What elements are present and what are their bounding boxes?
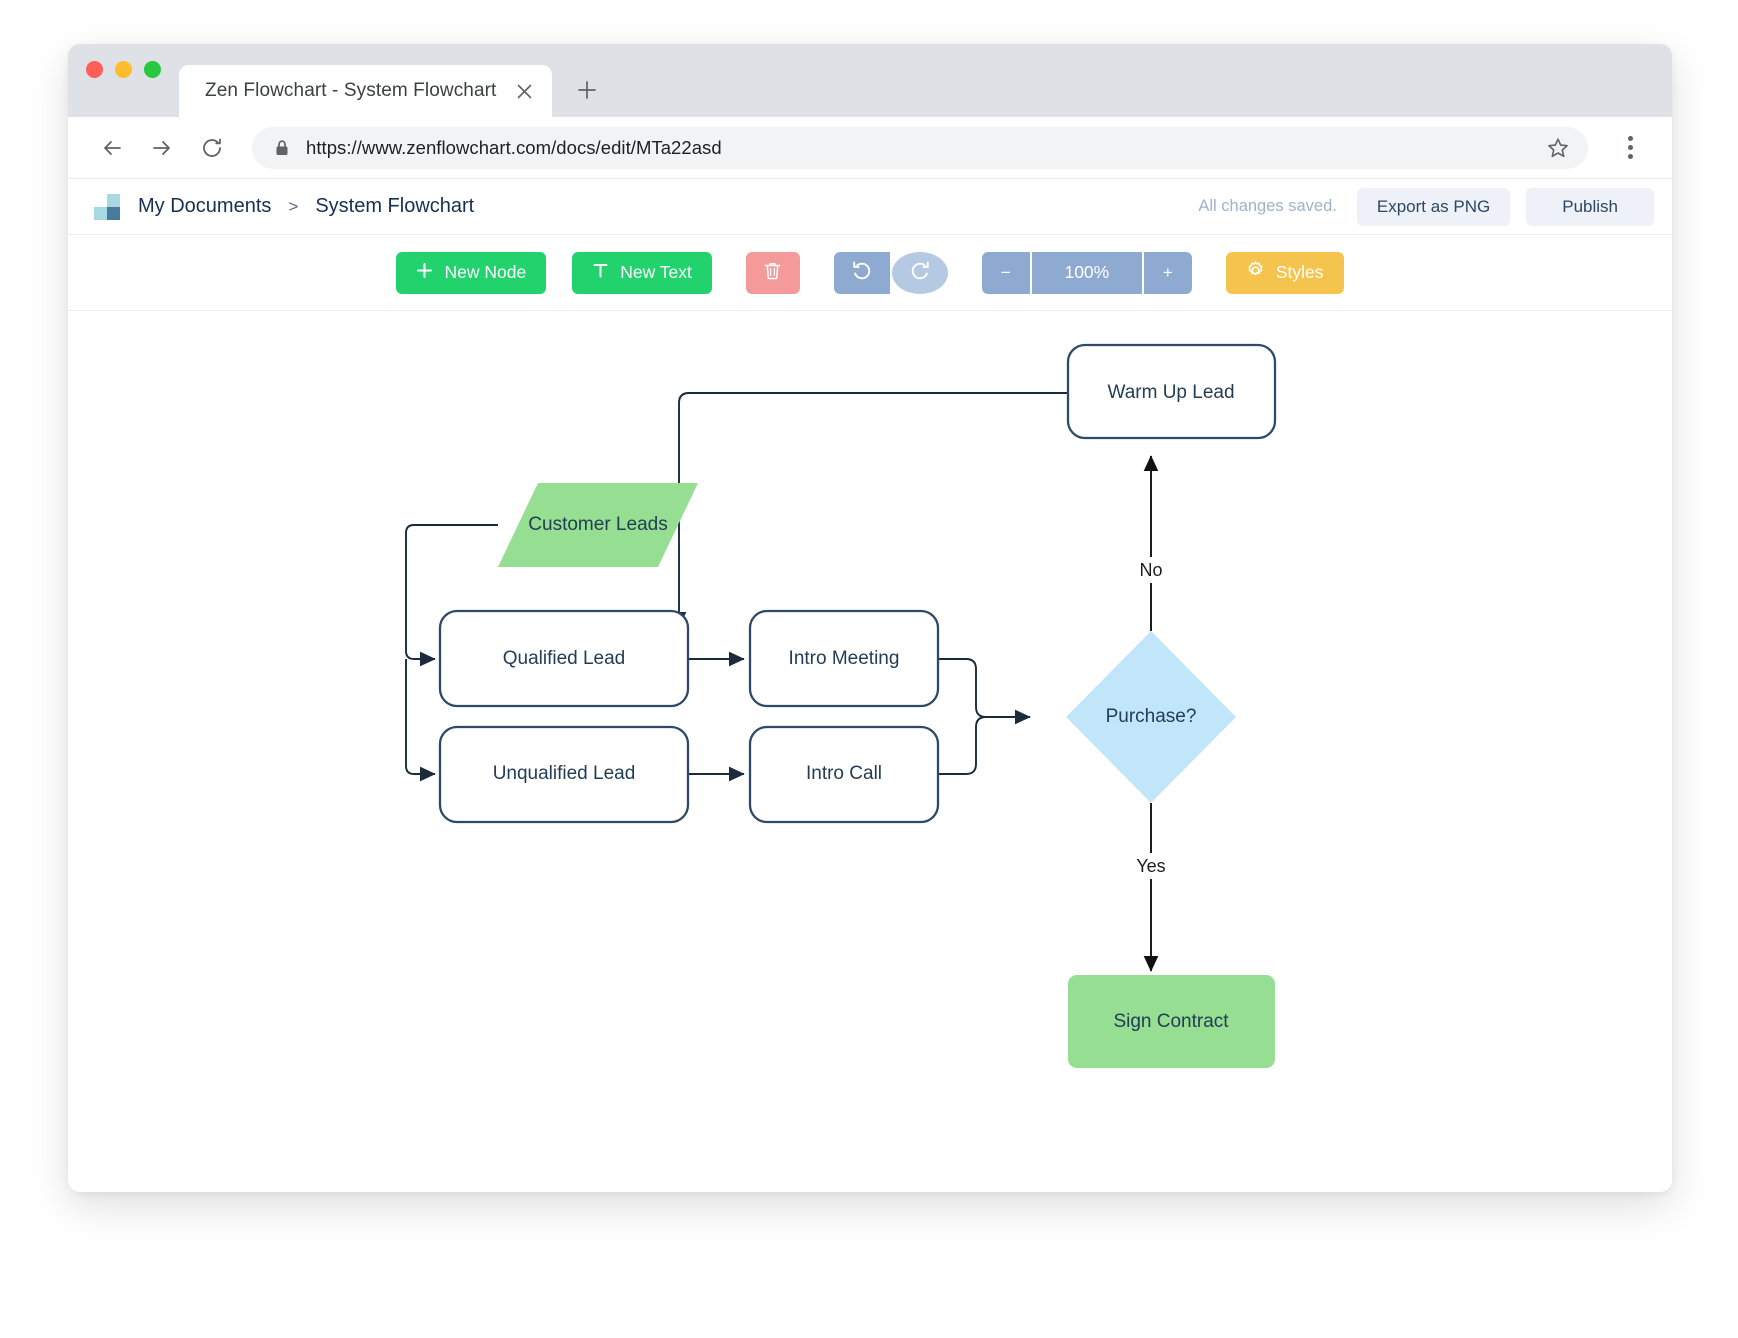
save-status: All changes saved. [1198,197,1337,215]
edge-intromeeting-purchase [938,658,1031,725]
new-tab-button[interactable] [566,69,608,111]
window-controls [86,44,179,117]
trash-icon [763,261,782,284]
reload-icon[interactable] [190,126,234,170]
delete-button[interactable] [745,251,800,294]
edge-label-yes: Yes [1136,856,1165,876]
node-intro-meeting[interactable]: Intro Meeting [748,609,940,708]
url-text: https://www.zenflowchart.com/docs/edit/M… [306,136,722,158]
export-as-png-button[interactable]: Export as PNG [1356,187,1511,226]
edge-customerleads-unqualifiedlead [405,659,436,782]
plus-icon [416,262,433,284]
new-text-button[interactable]: New Text [572,251,712,294]
warm-up-lead-label: Warm Up Lead [1107,382,1234,403]
new-text-label: New Text [620,262,692,282]
edge-label-no: No [1139,560,1162,580]
intro-meeting-shape [748,609,940,708]
node-warm-up-lead[interactable]: Warm Up Lead [1066,343,1277,440]
edge-warmuplead-intromeeting [671,392,1068,628]
maximize-window-button[interactable] [144,61,161,78]
warm-up-lead-shape [1066,343,1277,440]
edge-customerleads-qualifiedlead [405,524,498,667]
back-arrow-icon[interactable] [90,126,134,170]
browser-tab[interactable]: Zen Flowchart - System Flowchart [179,65,553,117]
close-window-button[interactable] [86,61,103,78]
zenflowchart-logo-icon [94,193,120,220]
qualified-lead-shape [438,609,690,708]
gear-icon [1246,261,1265,285]
redo-button[interactable] [891,251,948,294]
purchase-shape [1066,631,1236,803]
zoom-out-button[interactable]: − [981,251,1030,294]
new-node-button[interactable]: New Node [396,251,547,294]
browser-window: Zen Flowchart - System Flowchart [68,44,1672,1192]
tab-title: Zen Flowchart - System Flowchart [205,80,497,101]
star-icon[interactable] [1538,128,1578,168]
publish-button[interactable]: Publish [1526,187,1654,226]
node-sign-contract[interactable]: Sign Contract [1068,975,1275,1068]
tab-strip: Zen Flowchart - System Flowchart [68,44,1672,117]
node-purchase[interactable]: Purchase? [1066,631,1236,803]
breadcrumb-separator: > [288,196,299,216]
undo-button[interactable] [833,251,890,294]
new-node-label: New Node [444,262,527,282]
qualified-lead-label: Qualified Lead [503,648,626,669]
edge-introcall-purchase [938,716,987,775]
lock-icon [274,139,290,157]
undo-icon [851,259,873,286]
styles-label: Styles [1275,262,1324,282]
address-bar: https://www.zenflowchart.com/docs/edit/M… [68,117,1672,179]
unqualified-lead-shape [438,725,690,824]
zoom-in-button[interactable]: + [1143,251,1192,294]
text-t-icon [592,262,609,284]
breadcrumb-my-documents[interactable]: My Documents [138,195,272,217]
zoom-controls: − 100% + [981,251,1192,294]
node-customer-leads[interactable]: Customer Leads [498,483,698,567]
kebab-menu-icon[interactable] [1610,126,1650,170]
redo-icon [909,259,931,286]
no-label-bg [1132,557,1172,583]
header-actions: All changes saved. Export as PNG Publish [1198,187,1654,226]
flowchart-canvas[interactable]: Warm Up Lead --> Sign Contract --> Custo… [68,311,1672,1192]
history-controls [833,251,948,294]
unqualified-lead-label: Unqualified Lead [493,763,636,784]
forward-arrow-icon[interactable] [140,126,184,170]
sign-contract-label: Sign Contract [1113,1011,1229,1032]
minimize-window-button[interactable] [115,61,132,78]
sign-contract-shape [1068,975,1275,1068]
customer-leads-shape [498,483,698,567]
node-qualified-lead[interactable]: Qualified Lead [438,609,690,708]
yes-label-bg [1128,853,1176,879]
app-header: My Documents > System Flowchart All chan… [68,179,1672,235]
close-icon[interactable] [512,79,536,103]
styles-button[interactable]: Styles [1225,251,1344,294]
page-title: System Flowchart [315,195,475,217]
url-bar[interactable]: https://www.zenflowchart.com/docs/edit/M… [252,126,1588,169]
intro-meeting-label: Intro Meeting [789,648,900,669]
editor-toolbar: New Node New Text [68,235,1672,311]
flowchart-svg: Warm Up Lead --> Sign Contract --> Custo… [405,343,1277,1068]
zoom-level-display[interactable]: 100% [1031,251,1142,294]
intro-call-label: Intro Call [806,763,882,784]
node-intro-call[interactable]: Intro Call [748,725,940,824]
node-unqualified-lead[interactable]: Unqualified Lead [438,725,690,824]
purchase-label: Purchase? [1106,706,1197,727]
intro-call-shape [748,725,940,824]
customer-leads-label: Customer Leads [528,514,667,535]
